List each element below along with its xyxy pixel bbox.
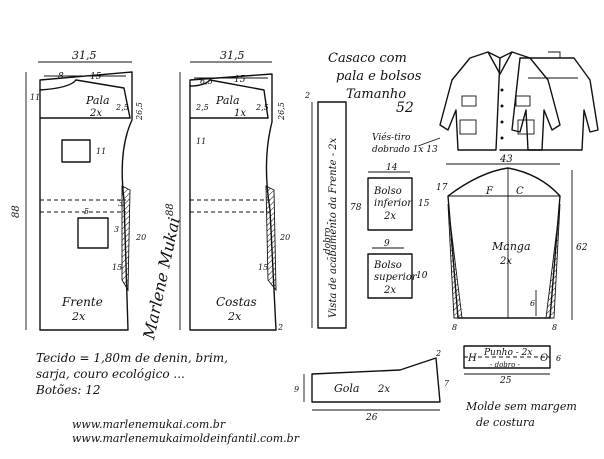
collar-tip: 2 xyxy=(435,349,441,358)
cuff-piece: H O Punho - 2x - dobro - 6 25 xyxy=(463,345,561,386)
back-dim-i: 2 xyxy=(277,323,283,332)
pocket-lower-l1: Bolso xyxy=(373,186,402,197)
cuff-h: H xyxy=(467,353,477,364)
sleeve-width: 43 xyxy=(499,154,513,165)
back-dim-c: 2,5 xyxy=(195,103,209,112)
back-pala-qty: 1x xyxy=(234,108,246,119)
collar-left-h: 9 xyxy=(294,385,299,394)
back-height: 88 xyxy=(165,203,176,216)
front-piece: 31,5 88 8 15 Pala 2x 11 2,5 26,5 11 5 3 … xyxy=(11,49,146,331)
pocket-upper: 9 Bolso superior 2x 10 xyxy=(367,239,428,299)
front-label: Frente xyxy=(61,295,103,309)
back-pala-label: Pala xyxy=(215,94,240,107)
sleeve-label: Manga xyxy=(491,240,531,253)
back-piece: 31,5 88 6,5 15 Pala 1x 2,5 2,5 26,5 11 2… xyxy=(165,49,290,332)
front-pala-qty: 2x xyxy=(89,108,102,119)
back-dim-h: 15 xyxy=(258,263,268,272)
bias-line1: Viés-tiro xyxy=(372,132,411,143)
pocket-lower-h: 15 xyxy=(418,199,430,209)
sleeve-bottom-right: 8 xyxy=(552,323,557,332)
sleeve-bottom-left: 8 xyxy=(452,323,457,332)
sleeve-piece: 43 F C 17 Manga 2x 62 6 8 8 xyxy=(436,154,588,332)
front-width: 31,5 xyxy=(72,49,97,62)
back-dim-d: 2,5 xyxy=(255,103,269,112)
facing-piece: 2 Vista de acabamento da Frente - 2x - d… xyxy=(304,91,362,329)
collar-qty: 2x xyxy=(377,384,390,395)
facing-label: Vista de acabamento da Frente - 2x xyxy=(328,137,339,318)
front-dim-c: 11 xyxy=(30,93,40,102)
note-line2: de costura xyxy=(476,416,535,429)
sleeve-f: F xyxy=(485,186,494,197)
front-dim-a: 8 xyxy=(58,72,64,82)
cuff-width: 25 xyxy=(499,376,512,386)
back-dim-g: 20 xyxy=(279,233,290,242)
sleeve-cuff-open: 6 xyxy=(530,299,535,308)
sleeve-c: C xyxy=(516,186,524,197)
front-dim-f: 11 xyxy=(96,147,106,156)
pocket-lower-w: 14 xyxy=(386,163,398,173)
collar-width: 26 xyxy=(365,413,378,423)
collar-right-h: 7 xyxy=(444,379,450,388)
pocket-lower: 14 Bolso inferior 2x 15 xyxy=(367,163,430,231)
front-height: 88 xyxy=(11,205,22,218)
title-size: 52 xyxy=(396,100,414,116)
cuff-fold: - dobro - xyxy=(490,361,521,369)
back-dim-a: 6,5 xyxy=(200,77,213,86)
cuff-height: 6 xyxy=(556,354,561,363)
pocket-lower-qty: 2x xyxy=(383,211,396,222)
back-dim-f: 11 xyxy=(196,137,206,146)
front-dim-g: 5 xyxy=(84,207,89,216)
note-line1: Molde sem margem xyxy=(465,400,577,413)
back-label: Costas xyxy=(216,295,257,309)
sleeve-cap: 17 xyxy=(436,183,448,193)
pocket-upper-h: 10 xyxy=(416,271,428,281)
front-dim-h: 3 xyxy=(114,225,119,234)
pocket-upper-w: 9 xyxy=(384,239,390,249)
front-dim-j: 15 xyxy=(112,263,122,272)
sleeve-length: 62 xyxy=(576,243,588,253)
jacket-front-sketch xyxy=(439,51,561,151)
footer-url1: www.marlenemukai.com.br xyxy=(72,418,226,431)
jacket-back-sketch xyxy=(511,51,599,151)
front-pala-label: Pala xyxy=(85,94,110,107)
materials-line3: Botões: 12 xyxy=(35,383,100,397)
front-dim-d: 2,5 xyxy=(115,103,129,112)
back-dim-e: 26,5 xyxy=(277,102,286,121)
pocket-upper-l1: Bolso xyxy=(373,260,402,271)
title-line2: pala e bolsos xyxy=(336,69,422,84)
front-dim-e: 26,5 xyxy=(135,102,144,121)
title-block: Casaco com pala e bolsos Tamanho 52 xyxy=(328,51,422,116)
facing-top: 2 xyxy=(304,91,310,100)
materials-line2: sarja, couro ecológico ... xyxy=(36,367,185,381)
cuff-label: Punho - 2x xyxy=(483,348,532,358)
front-dim-i: 20 xyxy=(135,233,146,242)
collar-label: Gola xyxy=(334,382,360,395)
facing-fold: - dobro - xyxy=(323,222,333,260)
back-dim-b: 15 xyxy=(234,75,246,85)
materials-line1: Tecido = 1,80m de denin, brim, xyxy=(36,351,228,365)
sleeve-qty: 2x xyxy=(499,256,512,267)
facing-height: 78 xyxy=(350,203,362,213)
front-dim-b: 15 xyxy=(90,72,102,82)
back-qty: 2x xyxy=(227,310,242,323)
pocket-upper-qty: 2x xyxy=(383,285,396,296)
title-line1: Casaco com xyxy=(328,51,407,66)
cuff-o: O xyxy=(540,353,548,364)
collar-piece: 9 7 2 Gola 2x 26 xyxy=(294,349,450,423)
footer-url2: www.marlenemukaimoldeinfantil.com.br xyxy=(72,432,300,445)
title-line3: Tamanho xyxy=(346,87,406,102)
back-width: 31,5 xyxy=(220,49,245,62)
front-dim-k: 3 xyxy=(118,199,123,208)
bias-line2: dobrado 1x 13 xyxy=(372,145,438,155)
front-qty: 2x xyxy=(71,310,86,323)
pocket-lower-l2: inferior xyxy=(374,198,413,209)
pocket-upper-l2: superior xyxy=(374,272,418,283)
